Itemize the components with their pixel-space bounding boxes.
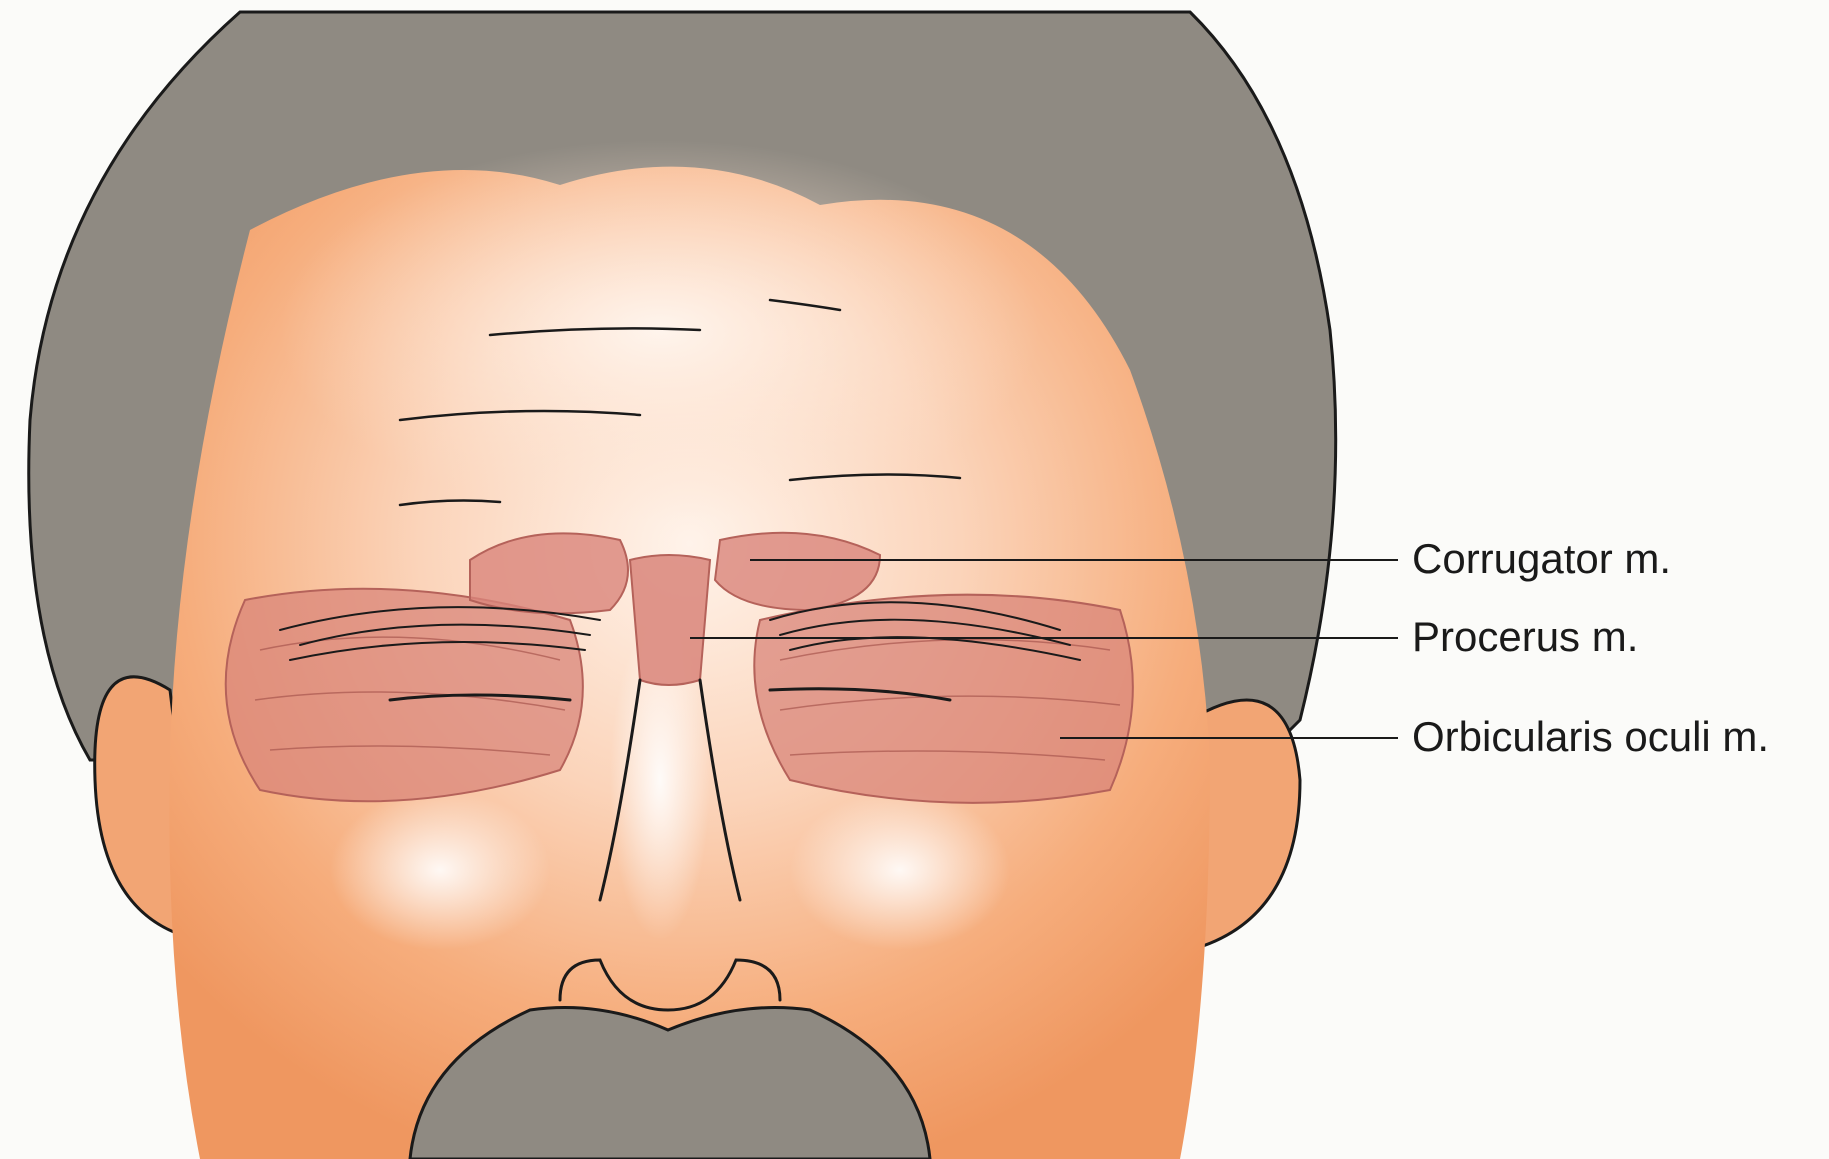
orbicularis-label: Orbicularis oculi m. xyxy=(1412,716,1769,758)
procerus-label: Procerus m. xyxy=(1412,616,1638,658)
procerus-muscle xyxy=(630,555,710,685)
corrugator-label: Corrugator m. xyxy=(1412,538,1671,580)
